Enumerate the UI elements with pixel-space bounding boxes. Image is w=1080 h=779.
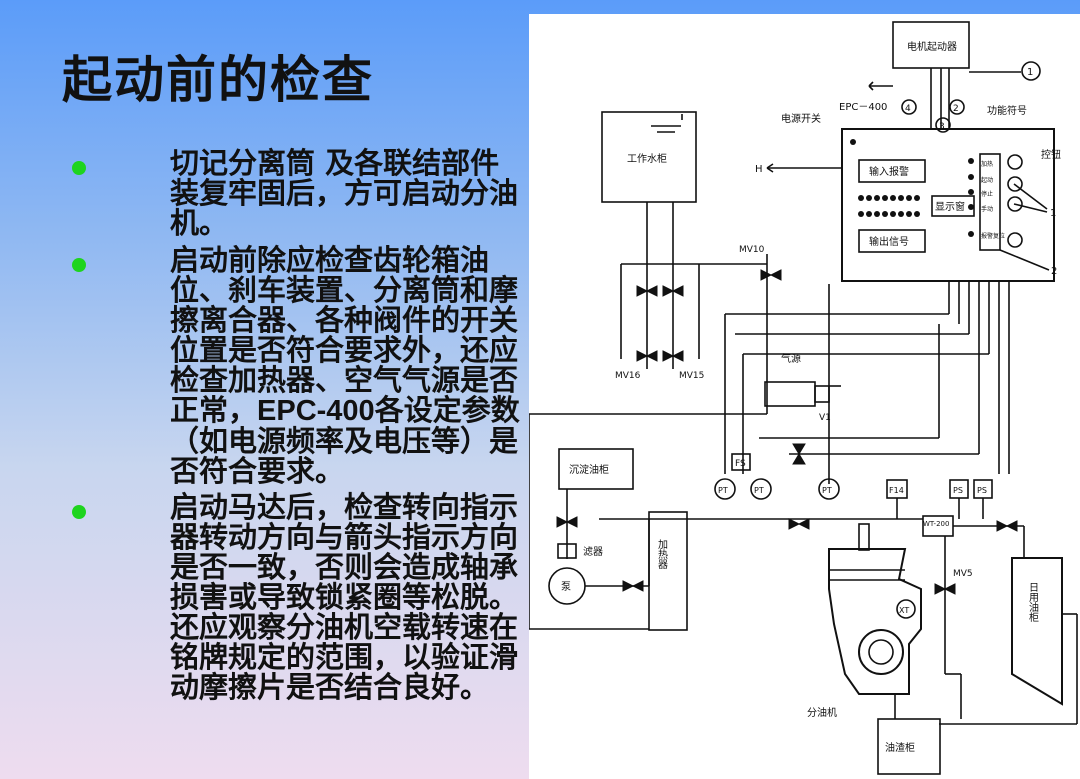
control-knob-icon bbox=[1007, 232, 1023, 248]
valve-icon bbox=[662, 350, 684, 362]
bullet-dot-icon bbox=[72, 258, 86, 272]
marker-1-label: 1 bbox=[1050, 208, 1056, 219]
marker-1-label: 1 bbox=[1027, 67, 1033, 78]
pt-gauge-icon bbox=[818, 478, 840, 500]
marker-3-label: 3 bbox=[939, 122, 945, 132]
filter-box bbox=[557, 543, 577, 559]
display-label: 显示窗 bbox=[935, 200, 965, 213]
v1-label: V1 bbox=[819, 413, 831, 423]
control-button-label: 控钮 bbox=[1041, 148, 1061, 161]
marker-2-label: 2 bbox=[953, 104, 959, 114]
bullet-text: 启动马达后，检查转向指示器转动方向与箭头指示方向是否一致，否则会造成轴承损害或导… bbox=[170, 490, 519, 704]
valve-icon bbox=[636, 350, 658, 362]
panel-button-label: 起动 bbox=[981, 176, 993, 184]
marker-4-label: 4 bbox=[905, 104, 911, 114]
sludge-tank-label: 油渣柜 bbox=[885, 741, 915, 754]
bullet-dot-icon bbox=[72, 161, 86, 175]
air-source-label: 气源 bbox=[781, 352, 801, 365]
h-label: H bbox=[755, 164, 763, 175]
settling-tank-label: 沉淀油柜 bbox=[569, 463, 609, 476]
bullet-item: 启动马达后，检查转向指示器转动方向与箭头指示方向是否一致，否则会造成轴承损害或导… bbox=[72, 492, 522, 703]
marker-2-label: 2 bbox=[1051, 266, 1057, 277]
fs-switch-box bbox=[731, 453, 751, 471]
pt-label: PT bbox=[754, 486, 764, 495]
control-knob-icon bbox=[1007, 196, 1023, 212]
wt200-label: WT-200 bbox=[923, 520, 949, 528]
marker-circle-3 bbox=[935, 117, 951, 133]
work-water-tank bbox=[601, 111, 697, 203]
bullet-text: 切记分离筒 及各联结部件装复牢固后，方可启动分油机。 bbox=[170, 146, 519, 240]
control-knob-icon bbox=[1007, 176, 1023, 192]
settling-tank bbox=[558, 448, 634, 490]
f14-label: F14 bbox=[889, 486, 904, 495]
heater-label: 加热器 bbox=[656, 539, 668, 570]
motor-starter-label: 电机起动器 bbox=[907, 40, 957, 53]
page-title: 起动前的检查 bbox=[62, 50, 374, 109]
sludge-tank bbox=[877, 718, 941, 775]
panel-button-label: 加热 bbox=[981, 160, 993, 168]
pump-label: 泵 bbox=[561, 581, 571, 593]
panel-button-label: 停止 bbox=[981, 190, 993, 198]
marker-circle-4 bbox=[901, 99, 917, 115]
input-alarm-box bbox=[858, 159, 926, 183]
input-alarm-label: 输入报警 bbox=[869, 165, 909, 178]
xt-label: XT bbox=[899, 606, 909, 615]
pt-gauge-icon bbox=[714, 478, 736, 500]
valve-icon bbox=[636, 285, 658, 297]
xt-sensor-icon bbox=[896, 599, 916, 619]
valve-icon bbox=[788, 518, 810, 530]
output-signal-box bbox=[858, 229, 926, 253]
bullet-item: 启动前除应检查齿轮箱油位、刹车装置、分离筒和摩擦离合器、各种阀件的开关位置是否符… bbox=[72, 245, 522, 486]
bullet-text: 启动前除应检查齿轮箱油位、刹车装置、分离筒和摩擦离合器、各种阀件的开关位置是否符… bbox=[170, 243, 520, 488]
heater-box bbox=[648, 511, 688, 631]
output-signal-label: 输出信号 bbox=[869, 235, 909, 248]
bullet-dot-icon bbox=[72, 505, 86, 519]
valve-icon bbox=[662, 285, 684, 297]
mv10-label: MV10 bbox=[739, 245, 765, 255]
panel-button-label: 手动 bbox=[981, 205, 993, 213]
ps-label: PS bbox=[977, 486, 987, 495]
work-tank-label: 工作水柜 bbox=[627, 152, 667, 165]
panel-button-strip bbox=[979, 153, 1001, 251]
valve-icon bbox=[556, 516, 578, 528]
separator-system-diagram: 电机起动器 电源开关 EPC－400 功能符号 控钮 工作水柜 H 输入报警 显… bbox=[529, 14, 1080, 779]
panel-button-label: 报警复位 bbox=[981, 232, 1005, 240]
ps-label: PS bbox=[953, 486, 963, 495]
mv16-label: MV16 bbox=[615, 371, 641, 381]
epc-label: EPC－400 bbox=[839, 102, 887, 113]
fs-label: FS bbox=[735, 459, 746, 469]
mv5-label: MV5 bbox=[953, 569, 973, 579]
bullet-list: 切记分离筒 及各联结部件装复牢固后，方可启动分油机。 启动前除应检查齿轮箱油位、… bbox=[72, 148, 522, 709]
pt-label: PT bbox=[718, 486, 728, 495]
valve-icon bbox=[760, 269, 782, 281]
bullet-item: 切记分离筒 及各联结部件装复牢固后，方可启动分油机。 bbox=[72, 148, 522, 239]
display-box bbox=[931, 195, 975, 217]
control-knob-icon bbox=[1007, 154, 1023, 170]
air-valve-box bbox=[764, 381, 816, 407]
power-switch-label: 电源开关 bbox=[781, 112, 821, 125]
mv15-label: MV15 bbox=[679, 371, 704, 381]
pt-label: PT bbox=[822, 486, 832, 495]
valve-icon bbox=[996, 520, 1018, 532]
diagram-svg: 电机起动器 电源开关 EPC－400 功能符号 控钮 工作水柜 H 输入报警 显… bbox=[529, 21, 1078, 775]
separator-body bbox=[828, 548, 922, 695]
separator-label: 分油机 bbox=[807, 706, 837, 719]
daily-tank-label: 日用油柜 bbox=[1027, 582, 1039, 623]
daily-oil-tank bbox=[1011, 557, 1063, 706]
valve-icon bbox=[792, 443, 806, 465]
valve-icon bbox=[934, 583, 956, 595]
function-symbol-label: 功能符号 bbox=[987, 104, 1027, 117]
marker-circle-2 bbox=[949, 99, 965, 115]
valve-icon bbox=[622, 580, 644, 592]
filter-label: 滤器 bbox=[583, 545, 603, 558]
pt-gauge-icon bbox=[750, 478, 772, 500]
marker-circle-1 bbox=[1021, 61, 1041, 81]
